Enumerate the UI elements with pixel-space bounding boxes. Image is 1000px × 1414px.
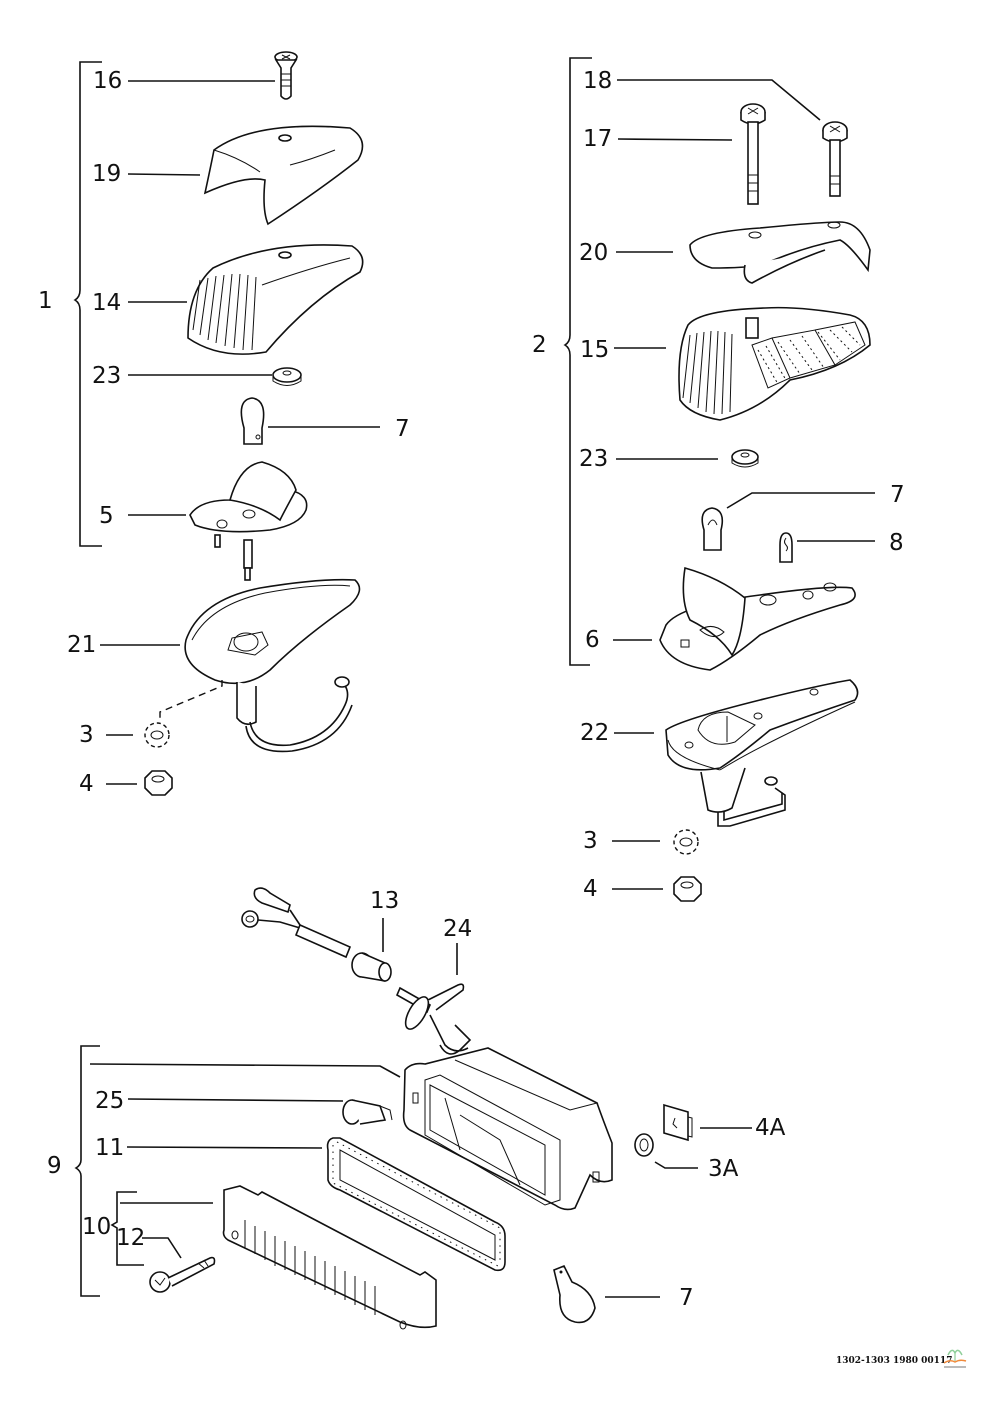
callout-7c: 7: [679, 1285, 694, 1311]
part-14-ribbed-lens: [187, 244, 364, 355]
part-7-bulb-a: [240, 397, 265, 445]
part-3-lock-washer-a: [144, 722, 170, 748]
callout-14: 14: [92, 290, 122, 316]
part-6-holder-plate: [659, 566, 856, 671]
part-20-cap: [689, 221, 871, 284]
group-1-bracket: [73, 61, 102, 547]
callout-5: 5: [99, 503, 114, 529]
callout-20: 20: [579, 240, 609, 266]
part-21-base: [184, 578, 361, 753]
part-4A-clip-nut: [663, 1103, 693, 1142]
leader-11: [126, 1146, 323, 1149]
leaders-group-2: [612, 79, 875, 890]
callout-3A: 3A: [708, 1156, 739, 1182]
diagram-code: 1302-1303 1980 00117: [836, 1356, 953, 1366]
callout-group-2: 2: [532, 332, 547, 358]
callout-16: 16: [93, 68, 123, 94]
callout-13: 13: [370, 888, 400, 914]
callout-group-9: 9: [47, 1153, 62, 1179]
group-9-bracket: [74, 1045, 100, 1297]
part-22-base: [665, 679, 859, 827]
part-4-nut-a: [144, 770, 173, 796]
callout-22: 22: [580, 720, 610, 746]
part-18-short-screw: [822, 121, 848, 197]
callout-8: 8: [889, 530, 904, 556]
leader-housing: [89, 1063, 401, 1078]
callout-3b: 3: [583, 828, 598, 854]
group-10-bracket: [110, 1191, 144, 1266]
callout-7b: 7: [890, 482, 905, 508]
watermark-logo: [943, 1349, 967, 1368]
part-16-screw: [274, 51, 298, 100]
part-3A-washer: [634, 1133, 654, 1157]
leaders-group-1: [100, 80, 380, 785]
lamp-housing: [402, 1024, 613, 1211]
part-23-grommet-b: [731, 449, 759, 468]
part-25-clip: [342, 1099, 393, 1125]
part-24-wire-connector: [395, 983, 469, 1052]
callout-15: 15: [580, 337, 610, 363]
callout-4b: 4: [583, 876, 598, 902]
part-15-lens: [678, 306, 871, 421]
callout-6: 6: [585, 627, 600, 653]
group-2-bracket: [563, 57, 592, 666]
callout-7a: 7: [395, 416, 410, 442]
part-5-bulb-holder: [189, 461, 308, 581]
leader-25: [127, 1098, 344, 1102]
callout-group-1: 1: [38, 288, 53, 314]
dashed-guide-a: [159, 680, 223, 722]
part-23-grommet-a: [272, 367, 302, 386]
callout-3a: 3: [79, 722, 94, 748]
callout-23a: 23: [92, 363, 122, 389]
callout-25: 25: [95, 1088, 125, 1114]
callout-12: 12: [116, 1225, 146, 1251]
part-12-screw: [149, 1256, 216, 1293]
callout-19: 19: [92, 161, 122, 187]
wire-connectors: [241, 887, 352, 959]
part-7-bulb-c: [553, 1264, 596, 1324]
part-4-nut-b: [673, 876, 702, 902]
leader-3A: [654, 1161, 698, 1169]
part-8-small-bulb: [779, 532, 793, 563]
leader-12: [142, 1237, 182, 1259]
callout-4A: 4A: [755, 1115, 786, 1141]
part-7-bulb-b: [701, 507, 724, 551]
part-10-lens: [222, 1185, 437, 1330]
callout-17: 17: [583, 126, 613, 152]
part-19-cap: [203, 125, 364, 226]
callout-21: 21: [67, 632, 97, 658]
part-11-seal: [326, 1137, 506, 1272]
part-3-lock-washer-b: [673, 829, 699, 855]
callout-11: 11: [95, 1135, 125, 1161]
callout-group-10: 10: [82, 1214, 112, 1240]
callout-4a: 4: [79, 771, 94, 797]
callout-23b: 23: [579, 446, 609, 472]
part-13-cable-grommet: [351, 952, 392, 982]
callout-18: 18: [583, 68, 613, 94]
part-17-long-screw: [740, 103, 766, 205]
callout-24: 24: [443, 916, 473, 942]
